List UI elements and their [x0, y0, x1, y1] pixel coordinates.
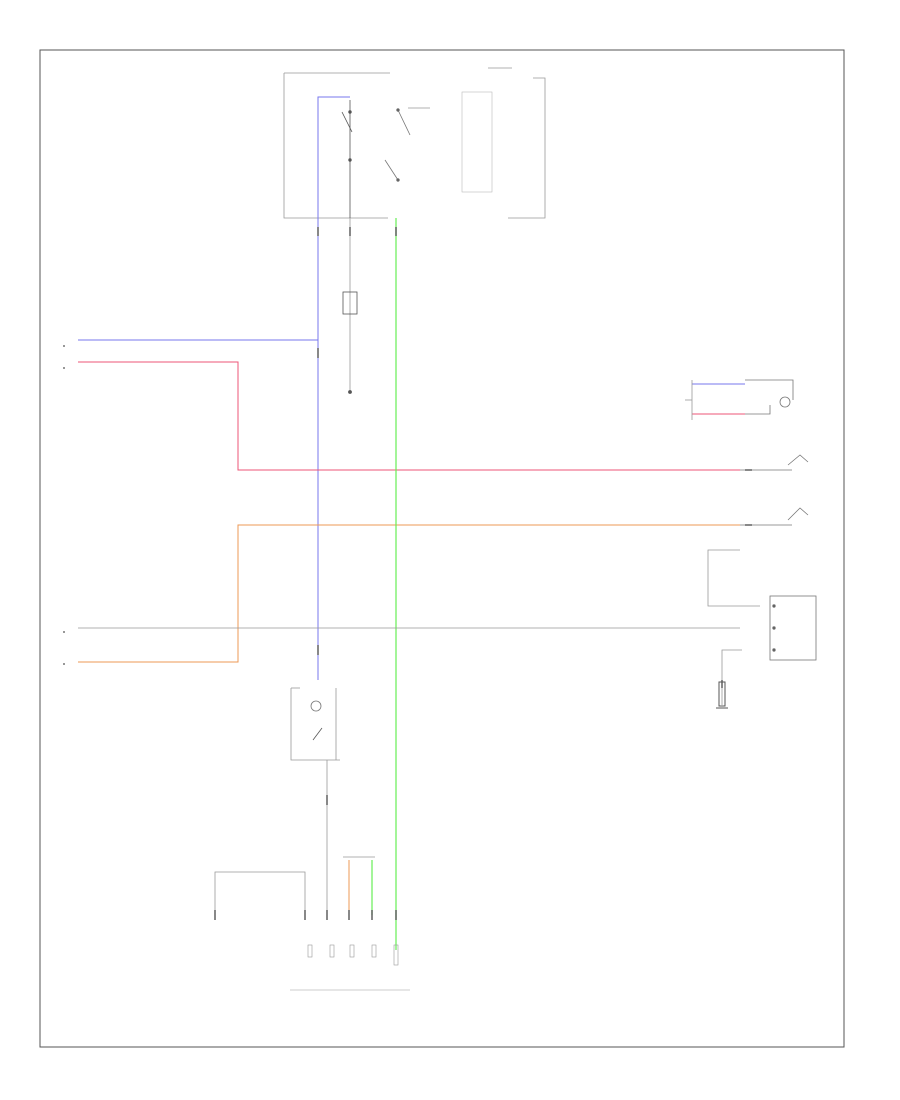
blue-wire: [78, 96, 745, 680]
bottom-connector-pins: [290, 944, 410, 991]
lamp-icon: [745, 379, 794, 415]
left-wire-endpoints: [63, 345, 65, 665]
orange-wire: [78, 524, 740, 915]
green-wire: [371, 218, 397, 950]
grey-wires: [78, 218, 760, 920]
fuse-icon: [342, 291, 358, 394]
motor-icon: [740, 454, 817, 661]
connector-terminals: [214, 227, 752, 920]
middle-switch-box: [290, 687, 340, 761]
diagram-frame: [39, 49, 845, 1048]
top-switch-icon: [341, 100, 430, 218]
top-relay-box: [283, 67, 546, 219]
pink-wire: [78, 361, 745, 471]
